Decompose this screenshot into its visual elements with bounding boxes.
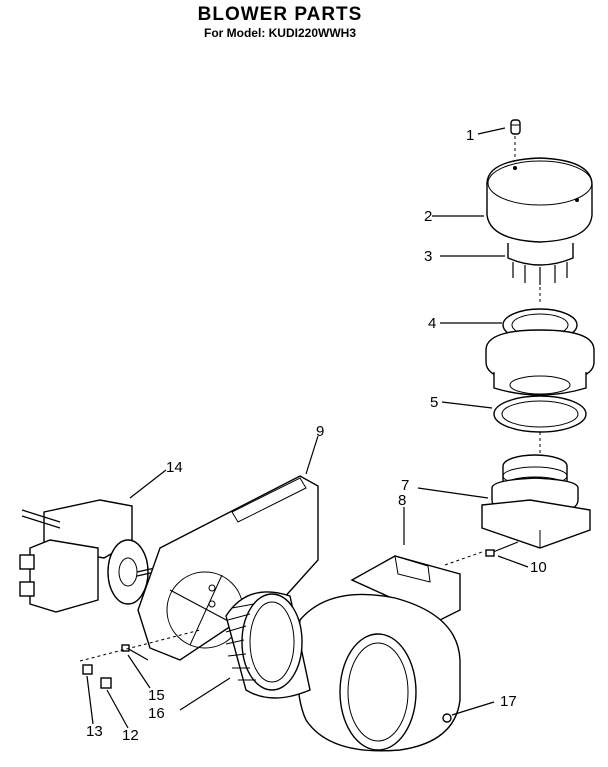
- part-8-blower-housing: [296, 555, 461, 752]
- leader-lines: [86, 127, 529, 729]
- part-10-screw: [485, 541, 519, 557]
- callout-10: 10: [530, 559, 547, 576]
- part-16-blower-wheel: [225, 591, 311, 699]
- callout-5: 5: [430, 394, 438, 411]
- callout-14: 14: [166, 459, 183, 476]
- part-2-cap: [486, 157, 593, 243]
- part-14-motor: [19, 499, 156, 613]
- callout-12: 12: [122, 727, 139, 744]
- callout-2: 2: [424, 208, 432, 225]
- callout-1: 1: [466, 127, 474, 144]
- hardware-parts: [82, 644, 452, 723]
- callout-16: 16: [148, 705, 165, 722]
- callout-4: 4: [428, 315, 436, 332]
- header: BLOWER PARTS For Model: KUDI220WWH3: [0, 4, 560, 40]
- callout-7: 7: [401, 477, 409, 494]
- callout-13: 13: [86, 723, 103, 740]
- callout-3: 3: [424, 248, 432, 265]
- callout-15: 15: [148, 687, 165, 704]
- part-3-hub: [507, 243, 574, 285]
- callout-labels: 1 2 3 4 5 7 8 9 10 12 13 14 15 16 17: [86, 127, 547, 744]
- page-title: BLOWER PARTS: [197, 4, 363, 25]
- model-subtitle: For Model: KUDI220WWH3: [203, 26, 356, 40]
- callout-9: 9: [316, 423, 324, 440]
- part-7-seat: [481, 454, 591, 549]
- callout-8: 8: [398, 492, 406, 509]
- part-5-gasket: [493, 395, 587, 433]
- part-4-housing: [485, 308, 595, 396]
- part-1-screw: [510, 119, 521, 135]
- callout-17: 17: [500, 693, 517, 710]
